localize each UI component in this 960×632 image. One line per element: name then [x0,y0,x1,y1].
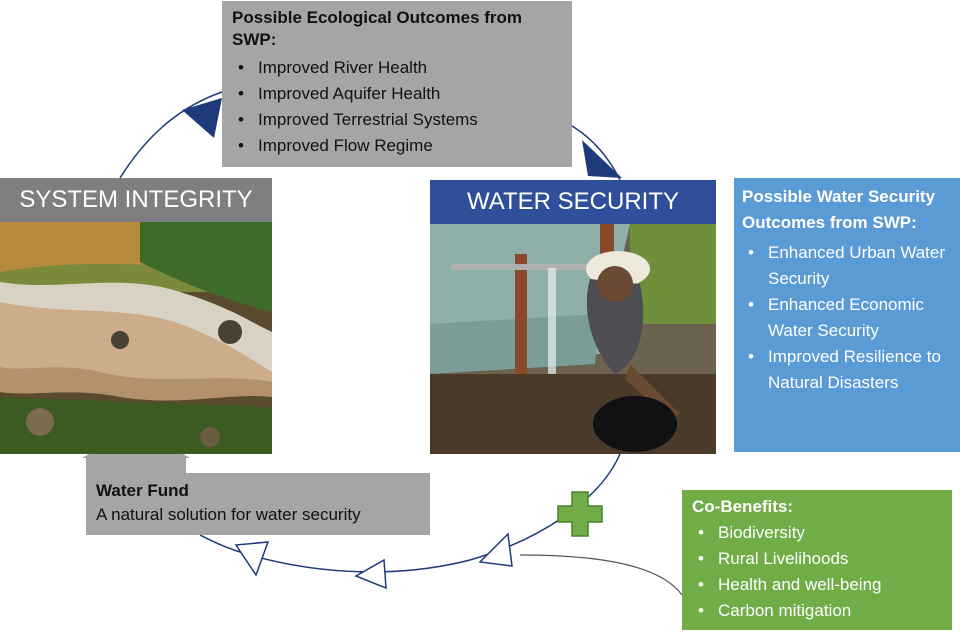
arrowhead-up [182,98,222,138]
system-integrity-label: SYSTEM INTEGRITY [0,178,272,222]
water-security-label: WATER SECURITY [430,180,716,224]
hollow-arrowhead-2 [354,558,387,590]
list-item: Improved Aquifer Health [232,81,562,107]
hollow-arrowhead-1 [478,532,513,567]
list-item: Improved River Health [232,55,562,81]
water-fund-subtitle: A natural solution for water security [96,505,361,524]
ecological-outcomes-title: Possible Ecological Outcomes from SWP: [232,8,523,49]
woman-at-tap-photo [430,224,716,454]
co-benefits-title: Co-Benefits: [692,497,794,516]
co-benefits-box: Co-Benefits: Biodiversity Rural Liveliho… [682,490,952,630]
arc-upper-left [119,91,223,179]
hollow-arrowhead-3 [234,541,270,577]
list-item: Improved Flow Regime [232,133,562,159]
water-fund-title: Water Fund [96,481,189,500]
list-item: Rural Livelihoods [692,546,942,572]
list-item: Improved Terrestrial Systems [232,107,562,133]
water-fund-box: Water Fund A natural solution for water … [86,473,430,535]
ecological-outcomes-box: Possible Ecological Outcomes from SWP: I… [222,1,572,167]
list-item: Health and well-being [692,572,942,598]
list-item: Enhanced Urban Water Security [742,240,952,292]
water-security-outcomes-list: Enhanced Urban Water Security Enhanced E… [742,240,952,396]
water-security-outcomes-title: Possible Water Security Outcomes from SW… [742,187,936,232]
list-item: Carbon mitigation [692,598,942,624]
co-benefits-connector [519,554,683,596]
plus-icon [557,491,603,537]
list-item: Biodiversity [692,520,942,546]
river-photo [0,222,272,454]
list-item: Enhanced Economic Water Security [742,292,952,344]
co-benefits-list: Biodiversity Rural Livelihoods Health an… [692,520,942,624]
arrowhead-down [582,140,622,178]
list-item: Improved Resilience to Natural Disasters [742,344,952,396]
water-security-outcomes-box: Possible Water Security Outcomes from SW… [734,178,960,452]
ecological-outcomes-list: Improved River Health Improved Aquifer H… [232,55,562,159]
